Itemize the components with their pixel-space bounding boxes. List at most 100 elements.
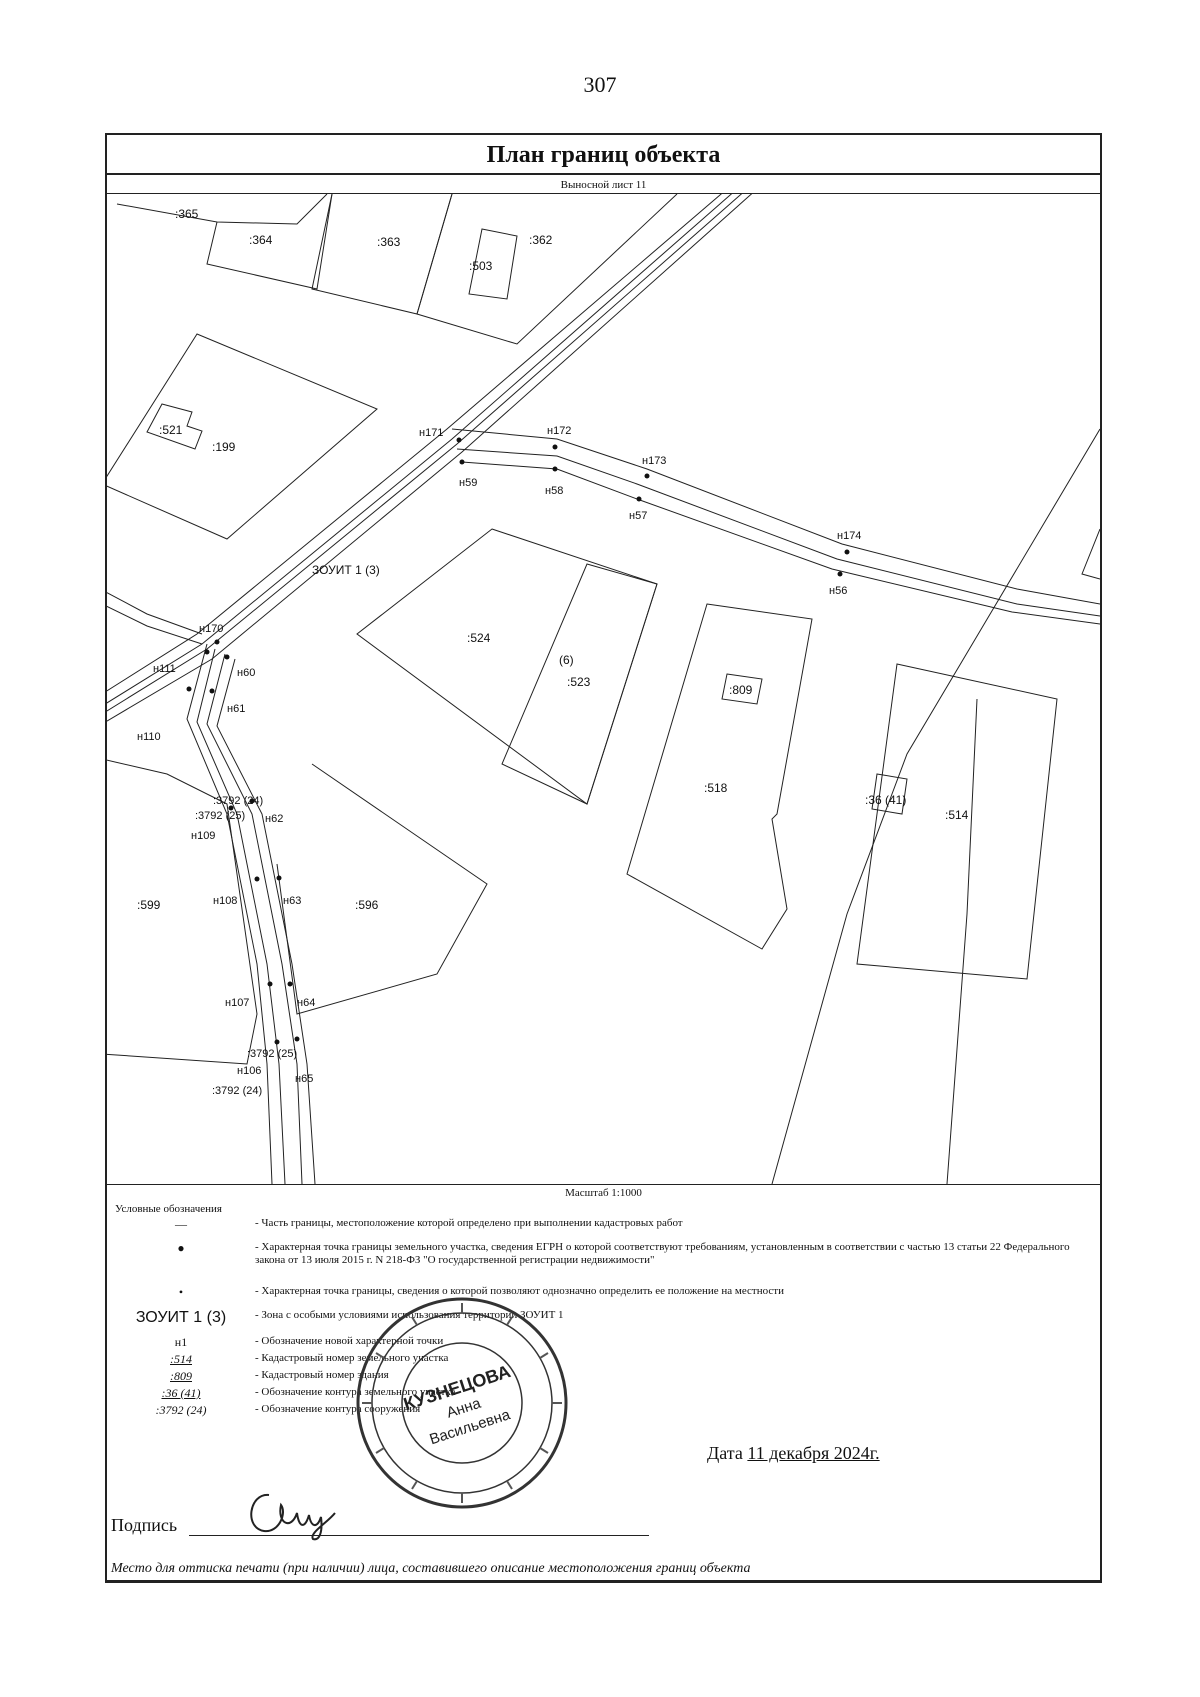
building-outline-36 [871, 773, 908, 815]
legend-text: - Обозначение контура сооружения [255, 1403, 421, 1415]
legend-text: - Характерная точка границы, сведения о … [255, 1285, 784, 1297]
legend-contour-symbol: :36 (41) [161, 1386, 201, 1400]
legend-point-symbol: ● [177, 1241, 185, 1255]
zone-line-3 [107, 194, 743, 712]
boundary-line-c [1081, 528, 1100, 580]
pt-n172: н172 [547, 425, 571, 437]
zone-line-6 [107, 605, 203, 645]
legend-row: :809 - Кадастровый номер здания [107, 1369, 1100, 1386]
legend-row: ЗОУИТ 1 (3) - Зона с особыми условиями и… [107, 1309, 1100, 1335]
parcel-outline-518 [626, 603, 813, 950]
pt-n170: н170 [199, 623, 223, 635]
date-field: Дата 11 декабря 2024г. [707, 1443, 880, 1464]
building-outline-809 [721, 673, 763, 705]
label-523: :523 [567, 675, 591, 689]
pt-n57: н57 [629, 510, 647, 522]
label-521: :521 [159, 423, 183, 437]
pt-n171: н171 [419, 427, 443, 439]
pt-n63: н63 [283, 895, 301, 907]
corridor-left-2 [196, 648, 286, 1184]
label-199: :199 [212, 440, 236, 454]
building-outline-521 [146, 403, 203, 450]
pt-n107: н107 [225, 997, 249, 1009]
pt-n106: н106 [237, 1065, 261, 1077]
legend-line-symbol: — [175, 1217, 187, 1231]
pt-n110: н110 [137, 731, 161, 743]
parcel-outline-599 [107, 759, 258, 1065]
pt-n56: н56 [829, 585, 847, 597]
parcel-outline-503 [468, 228, 518, 300]
label-518: :518 [704, 781, 728, 795]
label-contour-1: :3792 (24) [213, 795, 263, 807]
label-contour-4: :3792 (24) [212, 1085, 262, 1097]
label-contour-3: :3792 (25) [247, 1048, 297, 1060]
legend-row: — - Часть границы, местоположение которо… [107, 1217, 1100, 1241]
corridor-right-1 [206, 653, 303, 1184]
pt-n64: н64 [297, 997, 315, 1009]
document-title: План границ объекта [107, 135, 1100, 175]
map-canvas: :365 :364 :363 :362 :503 :521 :199 :524 … [107, 194, 1100, 1184]
legend-structure-symbol: :3792 (24) [155, 1403, 207, 1417]
road-line-1 [451, 428, 1100, 605]
parcel-outline-514 [856, 663, 1058, 980]
label-362: :362 [529, 233, 553, 247]
document-frame: План границ объекта Выносной лист 11 [105, 133, 1102, 1583]
boundary-line-a [771, 428, 1100, 1184]
parcel-outline-199 [107, 333, 378, 540]
label-contour-2: :3792 (25) [195, 810, 245, 822]
pt-n109: н109 [191, 830, 215, 842]
legend-title: Условные обозначения [115, 1203, 222, 1215]
label-524: :524 [467, 631, 491, 645]
stamp-ring-marks [362, 1303, 562, 1503]
signature-line [189, 1535, 649, 1536]
pt-n174: н174 [837, 530, 861, 542]
parcel-outline-363 [311, 194, 453, 315]
zone-line-4 [107, 194, 753, 722]
road-line-3 [461, 461, 1100, 625]
parcel-outline-362 [416, 194, 678, 345]
zone-line-2 [107, 194, 733, 704]
corridor-right-2 [216, 658, 316, 1184]
date-value: 11 декабря 2024г. [747, 1443, 880, 1463]
legend-text: - Обозначение новой характерной точки [255, 1335, 444, 1347]
label-596: :596 [355, 898, 379, 912]
stamp-place-note: Место для оттиска печати (при наличии) л… [111, 1561, 751, 1576]
pt-n65: н65 [295, 1073, 313, 1085]
parcel-outline-523 [501, 563, 658, 805]
legend-new-point-symbol: н1 [174, 1335, 188, 1349]
road-line-2 [456, 448, 1100, 617]
map-scale: Масштаб 1:1000 [565, 1187, 642, 1199]
seal-stamp: КУЗНЕЦОВА Анна Васильевна [356, 1297, 568, 1509]
date-label: Дата [707, 1443, 743, 1463]
label-503: :503 [469, 259, 493, 273]
legend-building-number-symbol: :809 [170, 1369, 192, 1383]
pt-n108: н108 [213, 895, 237, 907]
label-zone: ЗОУИТ 1 (3) [312, 563, 380, 577]
pt-n58: н58 [545, 485, 563, 497]
pt-n111: н111 [153, 663, 176, 675]
label-514: :514 [945, 808, 969, 822]
label-6: (6) [559, 653, 574, 667]
sheet-note: Выносной лист 11 [560, 179, 647, 191]
label-363: :363 [377, 235, 401, 249]
cadastral-map: :365 :364 :363 :362 :503 :521 :199 :524 … [107, 193, 1100, 1185]
label-599: :599 [137, 898, 161, 912]
legend-row: :3792 (24) - Обозначение контура сооруже… [107, 1403, 1100, 1420]
legend-row: н1 - Обозначение новой характерной точки [107, 1335, 1100, 1352]
parcel-outline-524 [356, 528, 658, 805]
legend-row: :514 - Кадастровый номер земельного учас… [107, 1352, 1100, 1369]
legend-text: - Часть границы, местоположение которой … [255, 1217, 683, 1229]
parcel-outline-365 [116, 194, 328, 225]
corridor-left-1 [186, 643, 273, 1184]
signature-label: Подпись [111, 1515, 178, 1535]
pt-n173: н173 [642, 455, 666, 467]
parcel-outline-596 [276, 763, 488, 1015]
legend-small-point-symbol: • [178, 1285, 184, 1299]
point-labels: н171 н172 н173 н174 н59 н58 н57 н56 н170… [137, 425, 861, 1085]
legend: — - Часть границы, местоположение которо… [107, 1217, 1100, 1420]
legend-text: - Кадастровый номер здания [255, 1369, 389, 1381]
legend-parcel-number-symbol: :514 [170, 1352, 192, 1366]
legend-text: - Кадастровый номер земельного участка [255, 1352, 449, 1364]
label-36-41: :36 (41) [865, 793, 906, 807]
legend-row: :36 (41) - Обозначение контура земельног… [107, 1386, 1100, 1403]
